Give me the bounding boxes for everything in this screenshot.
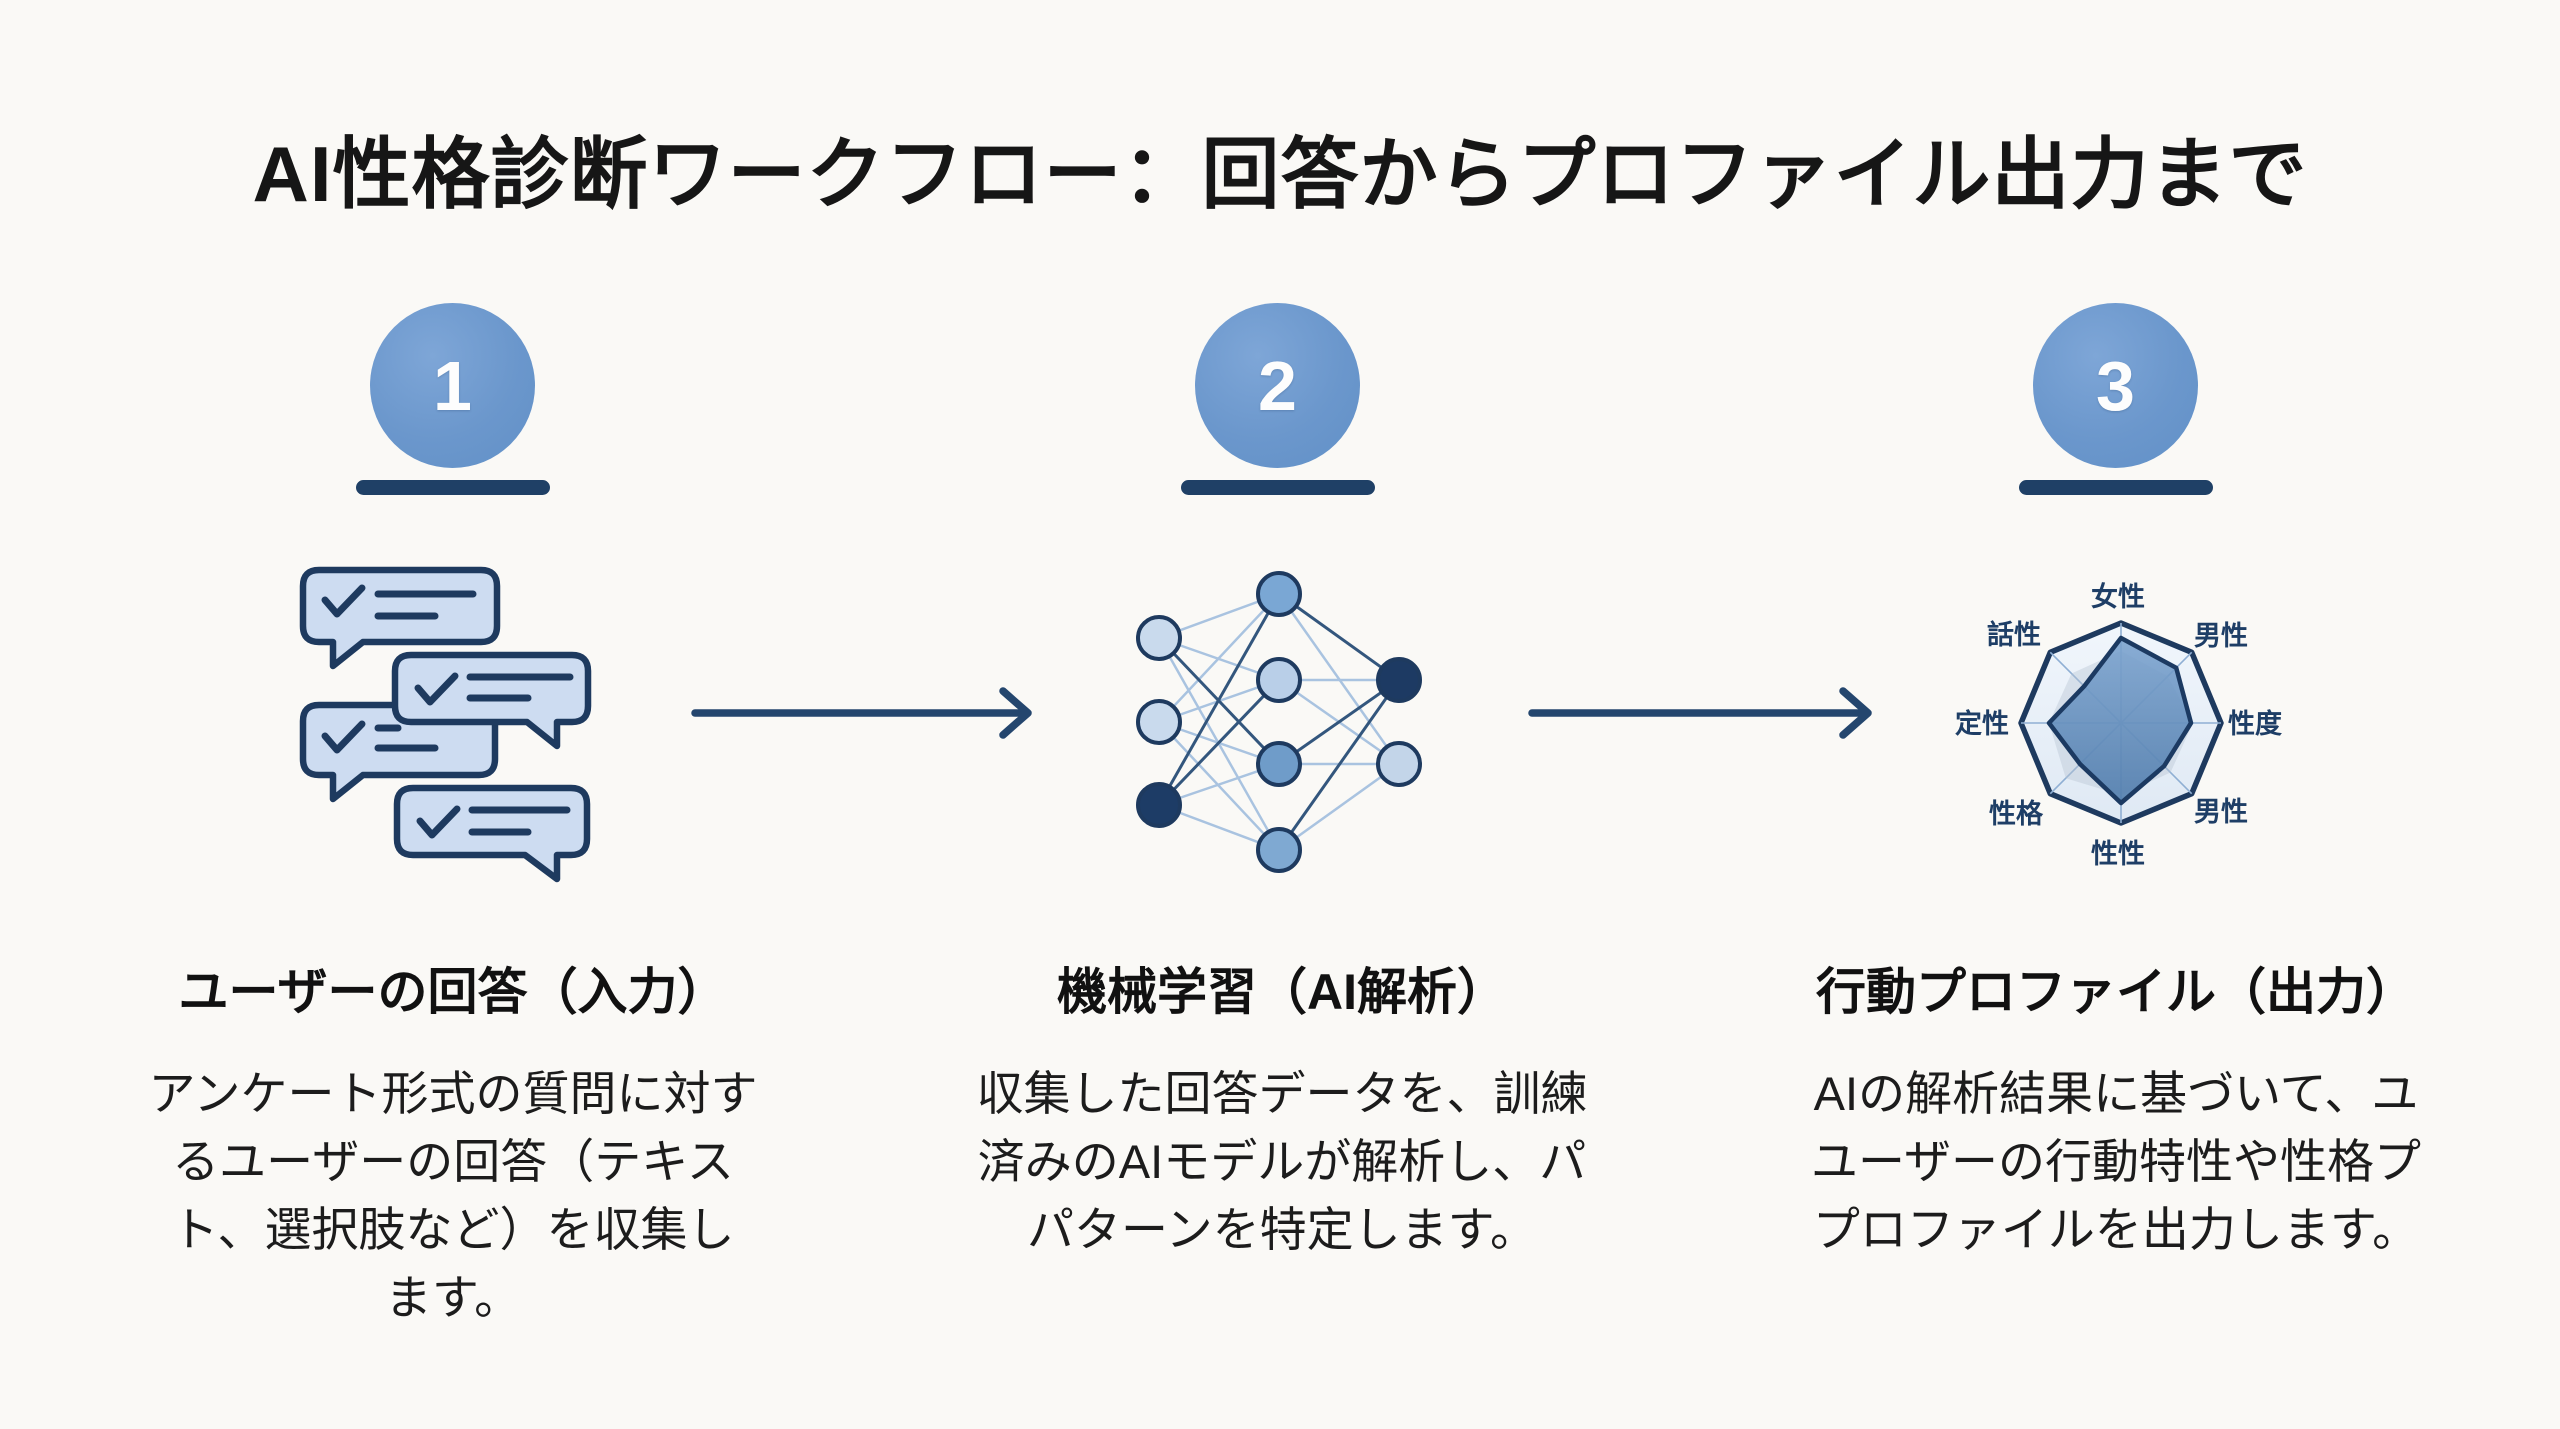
page-title: AI性格診断ワークフロー：回答からプロファイル出力まで: [252, 130, 2308, 218]
checkmark-icon: [414, 672, 459, 706]
radar-axis-label: 性度: [2228, 708, 2282, 739]
step-1-number: 1: [433, 346, 472, 425]
hidden-node: [1256, 571, 1302, 617]
radar-axis-label: 女性: [2091, 581, 2145, 612]
step-2-heading: 機械学習（AI解析）: [1057, 964, 1507, 1020]
chat-bubbles-icon: [270, 540, 690, 925]
step-1-description: アンケート形式の質問に対するユーザーの回答（テキスト、選択肢など）を収集します。: [53, 1060, 853, 1332]
text-line: パターンを特定します。: [1027, 1203, 1537, 1256]
checkmark-icon: [321, 584, 366, 618]
arrow-right-icon: [1528, 685, 1873, 746]
text-line: るユーザーの回答（テキス: [172, 1135, 734, 1188]
step-1-underline: [356, 480, 550, 495]
hidden-node: [1256, 657, 1302, 703]
hidden-node: [1256, 741, 1302, 787]
output-node: [1376, 741, 1422, 787]
text-line: ます。: [384, 1271, 522, 1324]
text-line: AIの解析結果に基づいて、ユ: [1813, 1067, 2419, 1120]
step-1-heading: ユーザーの回答（入力）: [178, 964, 728, 1020]
arrow-right-icon: [690, 685, 1035, 746]
text-line: ト、選択肢など）を収集し: [171, 1203, 735, 1256]
text-line: アンケート形式の質問に対す: [148, 1067, 758, 1120]
text-line: ユーザーの行動特性や性格プ: [1810, 1135, 2422, 1188]
neural-network-icon: [1090, 540, 1490, 905]
step-3-description: AIの解析結果に基づいて、ユユーザーの行動特性や性格ププロファイルを出力します。: [1716, 1060, 2516, 1264]
step-2-underline: [1181, 480, 1375, 495]
step-3-underline: [2019, 480, 2213, 495]
checkmark-icon: [416, 805, 461, 839]
checkmark-icon: [321, 720, 366, 754]
radar-axis-label: 話性: [1987, 619, 2041, 650]
radar-data-polygon: [2046, 635, 2194, 806]
step-2-number-badge: 2: [1195, 303, 1360, 468]
text-line: 収集した回答データを、訓練: [976, 1067, 1588, 1120]
step-3-number: 3: [2096, 346, 2135, 425]
text-line: プロファイルを出力します。: [1812, 1203, 2420, 1256]
text-line: 済みのAIモデルが解析し、パ: [977, 1135, 1587, 1188]
step-2-description: 収集した回答データを、訓練済みのAIモデルが解析し、パパターンを特定します。: [882, 1060, 1682, 1264]
step-3-number-badge: 3: [2033, 303, 2198, 468]
radar-axis-label: 性性: [2091, 839, 2145, 869]
hidden-node: [1256, 827, 1302, 873]
radar-axis-label: 性格: [1989, 799, 2044, 829]
step-1-number-badge: 1: [370, 303, 535, 468]
input-node: [1136, 699, 1182, 745]
input-node: [1136, 615, 1182, 661]
radar-axis-label: 定性: [1955, 708, 2009, 739]
output-node: [1376, 657, 1422, 703]
radar-chart-icon: 女性 男性 性度 男性 性性 性格 定性 話性: [1940, 570, 2320, 885]
radar-axis-label: 男性: [2194, 621, 2248, 651]
radar-axis-label: 男性: [2194, 797, 2248, 827]
input-node: [1136, 782, 1182, 828]
step-3-heading: 行動プロファイル（出力）: [1816, 964, 2416, 1020]
step-2-number: 2: [1258, 346, 1297, 425]
